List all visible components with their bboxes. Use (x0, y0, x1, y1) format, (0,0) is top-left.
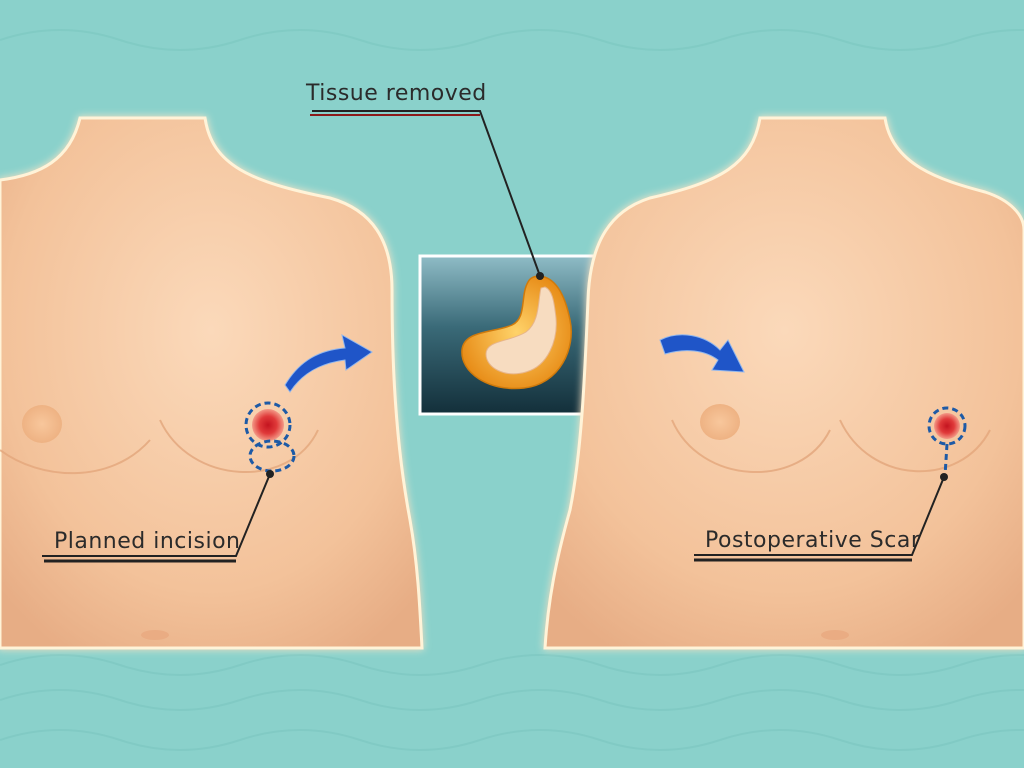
left-navel (141, 630, 169, 640)
tissue-removed-callout: Tissue removed (305, 81, 541, 277)
tumor-marker-left (252, 409, 284, 441)
left-torso (0, 116, 424, 650)
left-nipple-right (22, 405, 62, 443)
right-breasts (671, 419, 991, 473)
background-waves (0, 29, 1024, 751)
right-nipple (700, 404, 740, 440)
postoperative-scar-label: Postoperative Scar (705, 528, 921, 553)
arrow-to-result (659, 334, 745, 373)
postoperative-scar-outline (927, 406, 967, 477)
planned-incision-outline (244, 401, 296, 473)
right-navel (821, 630, 849, 640)
arrow-to-inset (284, 334, 373, 393)
right-torso (543, 116, 1024, 650)
left-breasts (0, 419, 319, 475)
postoperative-scar-callout: Postoperative Scar (694, 476, 945, 562)
tissue-removed-label: Tissue removed (305, 81, 487, 106)
planned-incision-label: Planned incision (54, 529, 240, 554)
planned-incision-callout: Planned incision (42, 473, 271, 563)
tumor-marker-right (934, 413, 960, 439)
